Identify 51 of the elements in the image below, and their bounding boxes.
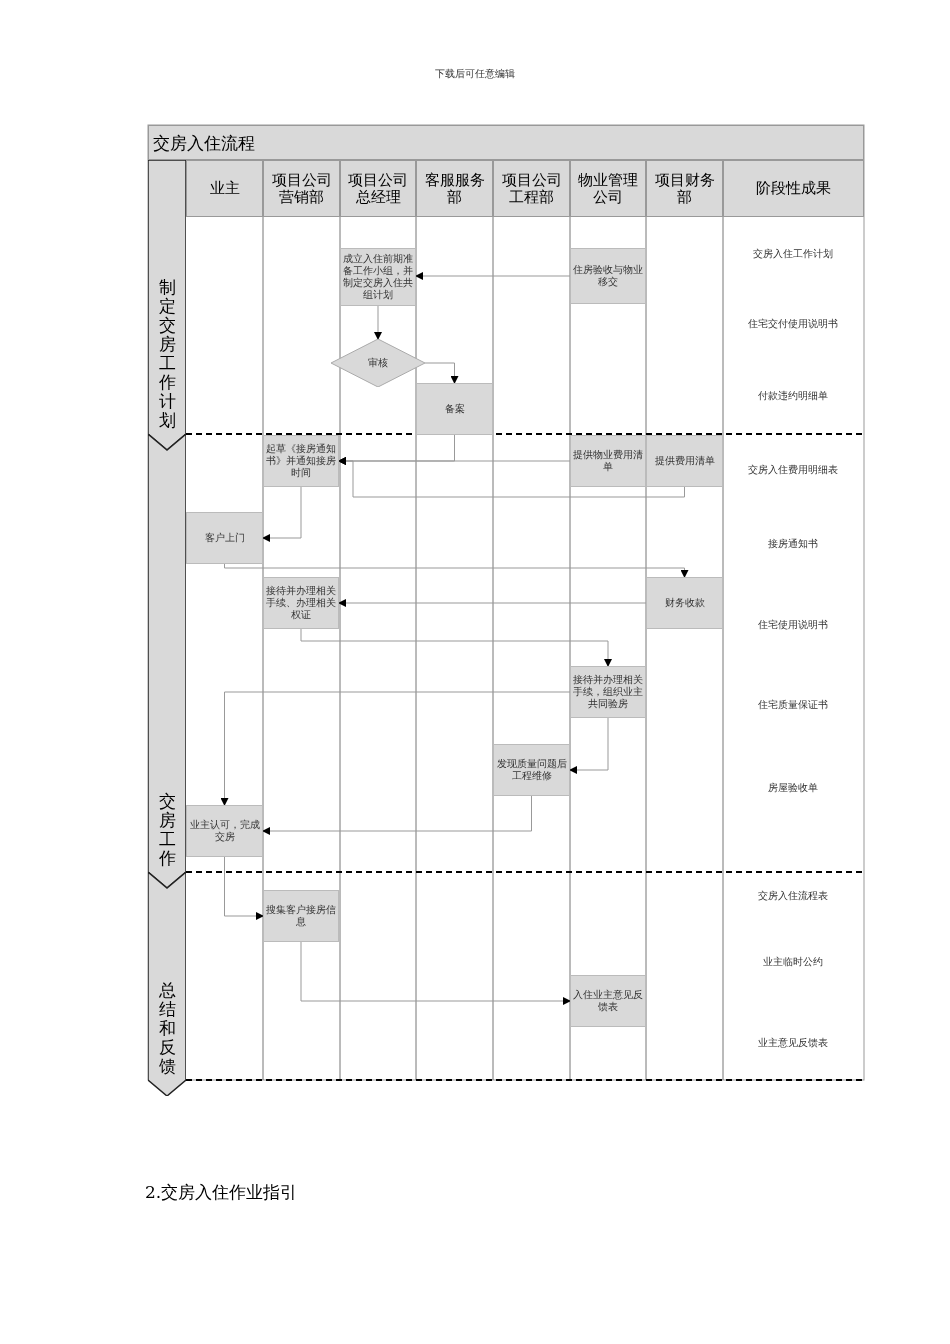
arrow xyxy=(338,457,685,498)
process-box: 入住业主意见反馈表 xyxy=(570,975,646,1027)
arrow xyxy=(300,628,612,667)
process-box: 财务收款 xyxy=(646,577,723,629)
arrow xyxy=(224,563,689,578)
result-text: 交房入住流程表 xyxy=(758,889,828,903)
result-text: 交房入住工作计划 xyxy=(753,247,833,261)
phase-band: 总结和反馈 xyxy=(148,872,186,1096)
arrow xyxy=(262,486,302,542)
lane-header: 业主 xyxy=(186,160,263,217)
arrow xyxy=(220,691,571,806)
process-box: 接待并办理相关手续，组织业主共同验房 xyxy=(570,666,646,718)
arrow xyxy=(300,941,571,1005)
arrow xyxy=(338,599,647,607)
lane-header: 阶段性成果 xyxy=(723,160,864,217)
result-text: 业主意见反馈表 xyxy=(758,1036,828,1050)
arrow xyxy=(415,272,571,280)
section-heading: 2.交房入住作业指引 xyxy=(145,1181,298,1204)
decision-diamond: 审核 xyxy=(331,339,425,387)
arrow xyxy=(569,717,609,774)
lane-header: 项目财务部 xyxy=(646,160,723,217)
page-note: 下载后可任意编辑 xyxy=(435,67,515,81)
process-box: 提供费用清单 xyxy=(646,435,723,487)
lane-header: 项目公司营销部 xyxy=(263,160,340,217)
process-box: 提供物业费用清单 xyxy=(570,435,646,487)
result-text: 住宅交付使用说明书 xyxy=(748,317,838,331)
result-text: 住宅质量保证书 xyxy=(758,698,828,712)
process-box: 发现质量问题后工程维修 xyxy=(493,744,570,796)
result-text: 付款违约明细单 xyxy=(758,389,828,403)
arrow xyxy=(424,362,459,384)
process-box: 住房验收与物业移交 xyxy=(570,248,646,304)
arrow xyxy=(262,795,532,835)
result-text: 接房通知书 xyxy=(768,537,818,551)
arrow xyxy=(374,305,382,340)
lane-header: 项目公司工程部 xyxy=(493,160,570,217)
lane-header: 物业管理公司 xyxy=(570,160,646,217)
process-box: 成立入住前期准备工作小组，并制定交房入住共组计划 xyxy=(340,248,416,306)
result-text: 业主临时公约 xyxy=(763,955,823,969)
process-box: 客户上门 xyxy=(186,512,263,564)
result-text: 房屋验收单 xyxy=(768,781,818,795)
result-text: 住宅使用说明书 xyxy=(758,618,828,632)
process-box: 接待并办理相关手续、办理相关权证 xyxy=(263,577,339,629)
lane-header: 项目公司总经理 xyxy=(340,160,416,217)
lane-header: 客服服务部 xyxy=(416,160,493,217)
process-box: 搜集客户接房信息 xyxy=(263,890,339,942)
arrow xyxy=(224,856,264,920)
process-box: 起草《接房通知书》并通知接房时间 xyxy=(263,435,339,487)
process-box: 业主认可，完成交房 xyxy=(186,805,263,857)
result-text: 交房入住费用明细表 xyxy=(748,463,838,477)
phase-band: 制定交房工作计划 xyxy=(148,160,186,450)
process-box: 备案 xyxy=(416,383,493,435)
